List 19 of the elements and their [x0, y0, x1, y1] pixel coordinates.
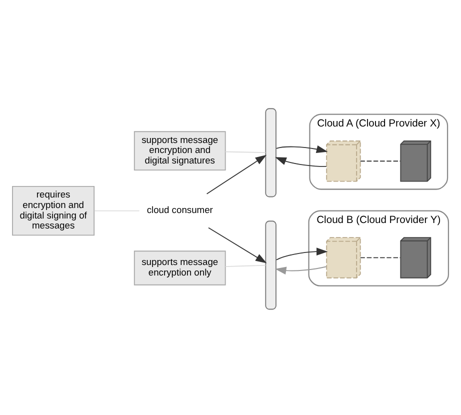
arrow [208, 226, 267, 263]
node-bar [265, 108, 276, 197]
node-text: cloud consumer [146, 204, 213, 215]
arrow [275, 156, 327, 166]
connector [224, 264, 266, 267]
arrow [276, 247, 328, 260]
cluster: Cloud A (Cloud Provider X) [309, 113, 448, 190]
cluster: Cloud B (Cloud Provider Y) [308, 210, 450, 286]
connector [360, 256, 401, 258]
node-box: supports message encryption and digital signatures [134, 130, 226, 170]
arrow [206, 154, 267, 194]
node-box: requires encryption and digital signing of messages [12, 185, 95, 236]
node-bar [265, 220, 276, 310]
arrow [276, 144, 328, 153]
arrow [274, 266, 327, 274]
connector [360, 160, 401, 162]
connector [94, 210, 140, 211]
connector [224, 150, 266, 153]
node-box: supports message encryption only [134, 250, 226, 285]
